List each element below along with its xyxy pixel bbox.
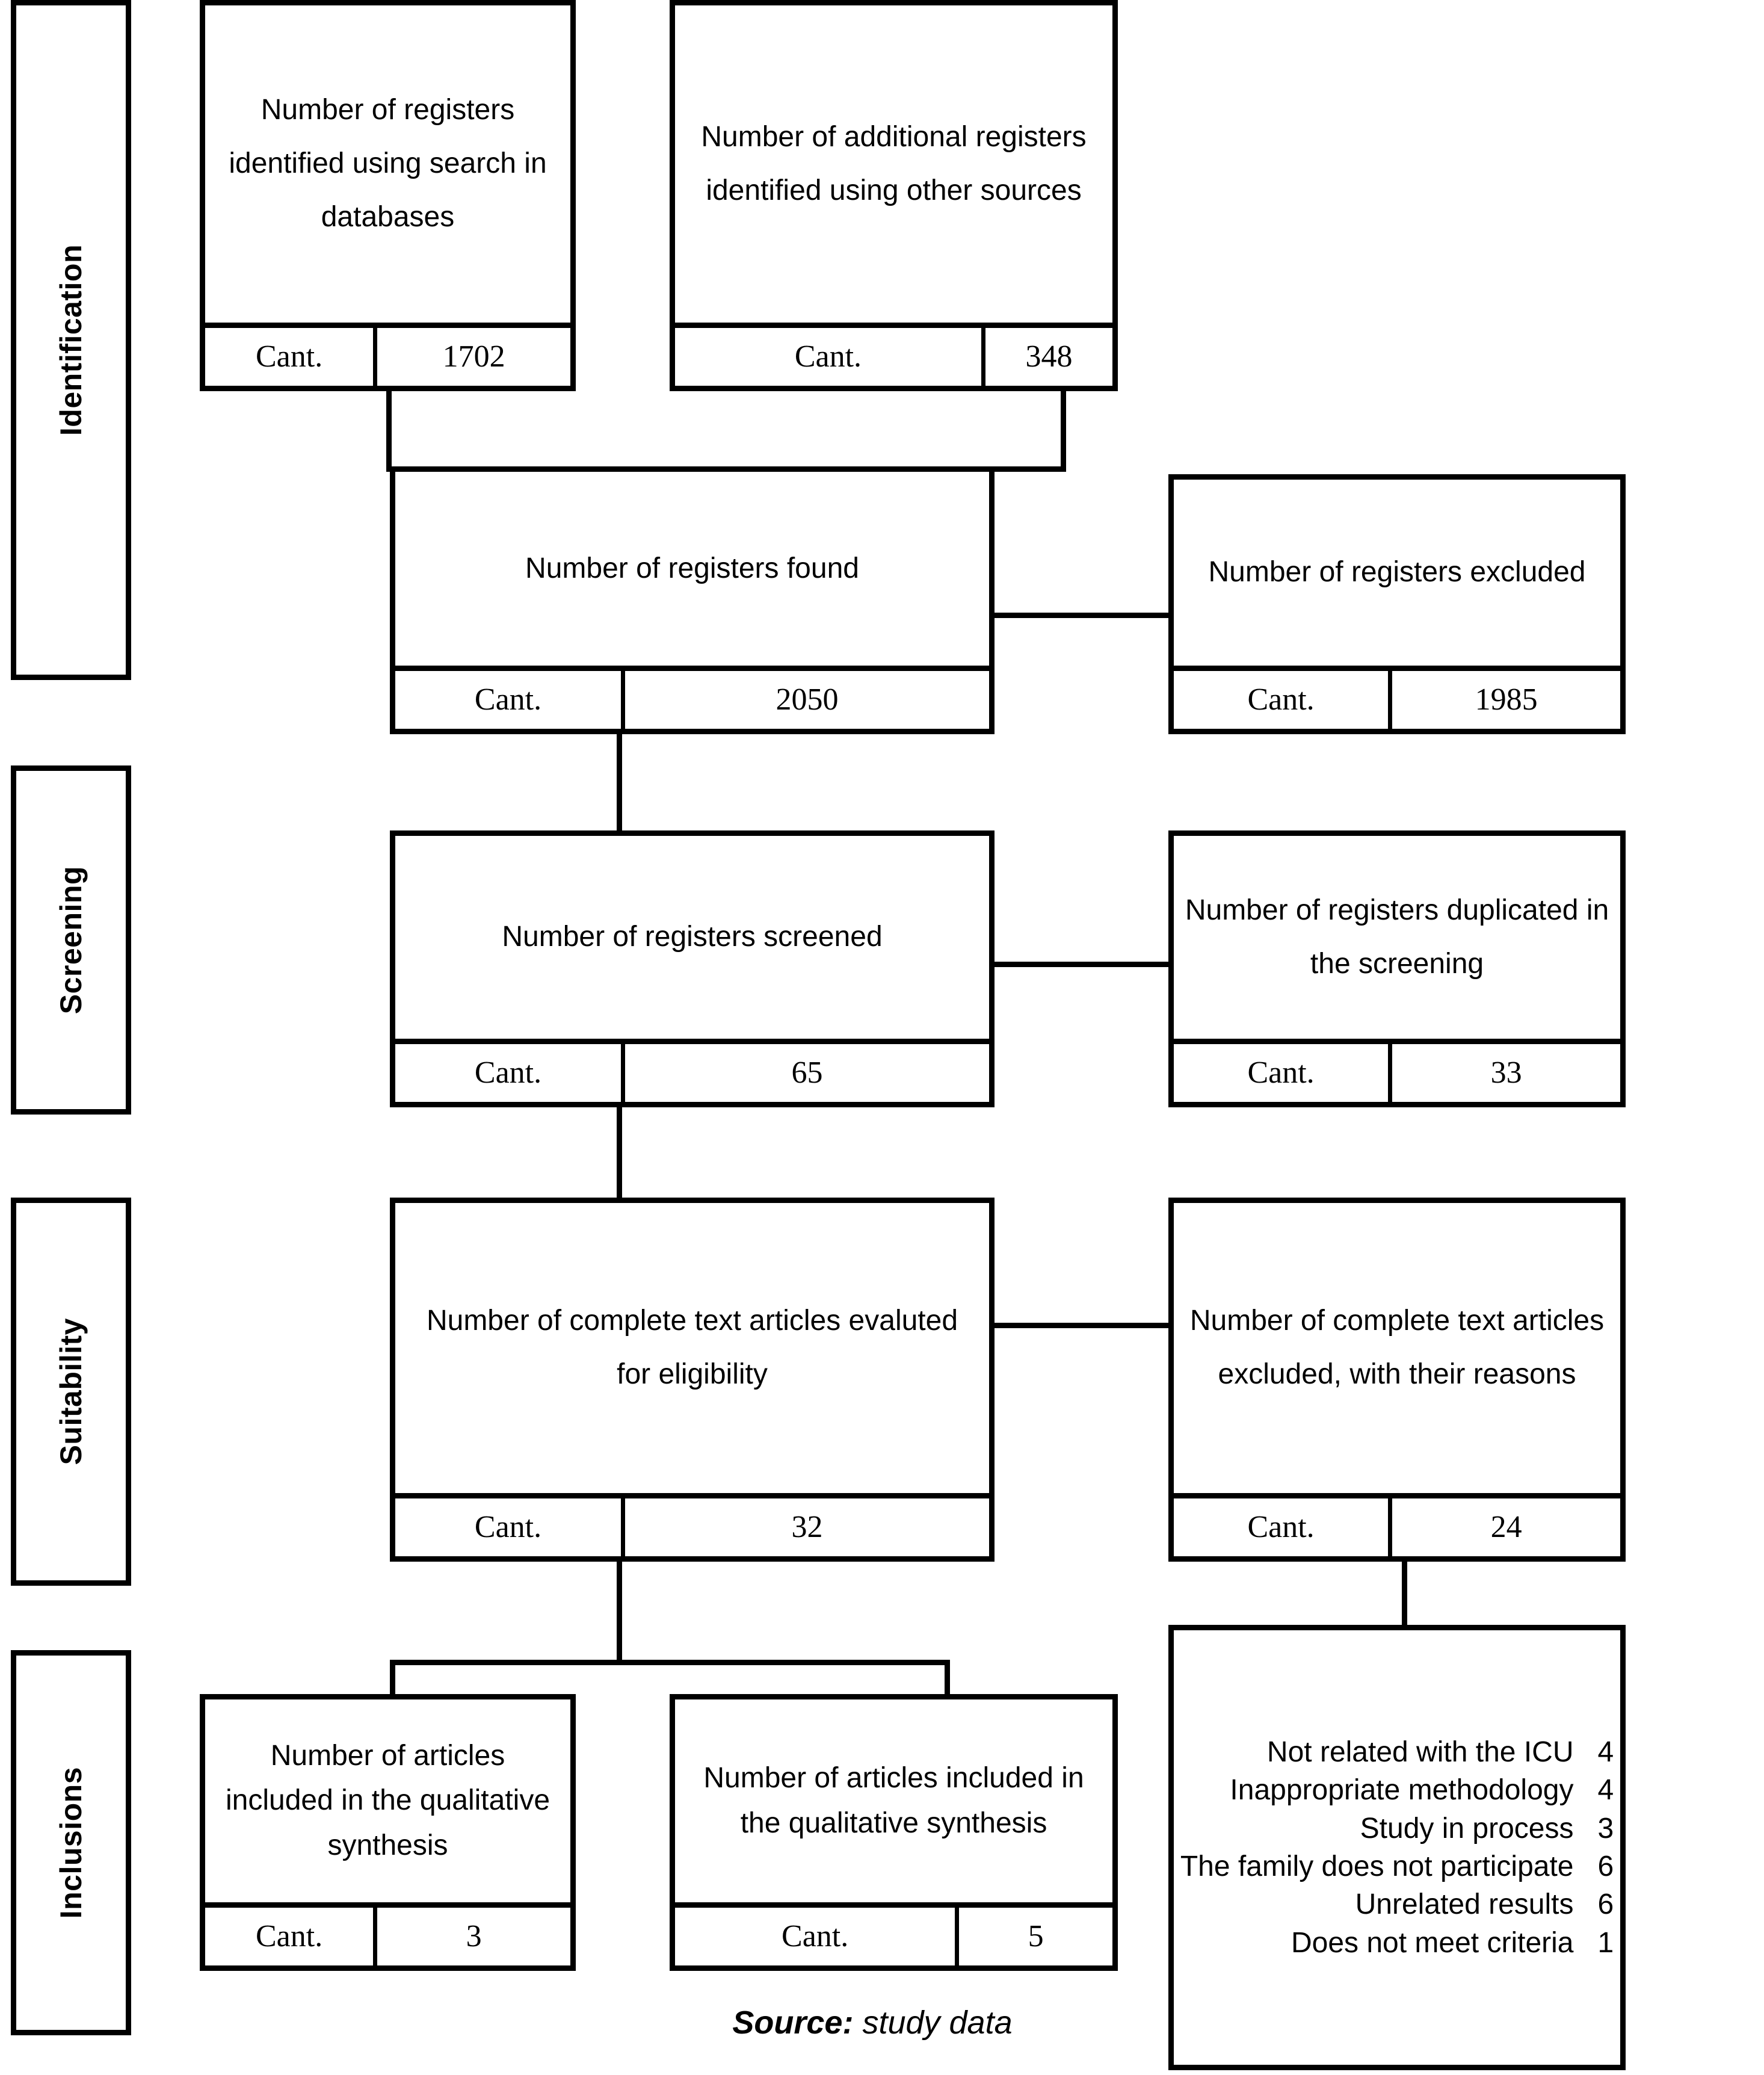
connector-eligibility-to-fulltext-excluded xyxy=(990,1323,1173,1328)
node-count-row: Cant. 32 xyxy=(395,1493,989,1556)
count-value: 1702 xyxy=(442,339,505,374)
figure-source-caption: Source: study data xyxy=(614,2004,1131,2041)
count-value: 2050 xyxy=(776,682,839,717)
node-title: Number of additional registers identifie… xyxy=(701,120,1087,206)
stage-box-suitability: Suitability xyxy=(11,1198,131,1586)
reason-text: Study in process xyxy=(1360,1812,1574,1845)
stage-box-identification: Identification xyxy=(11,0,131,680)
node-count-row: Cant. 348 xyxy=(675,323,1112,386)
reason-text: Does not meet criteria xyxy=(1291,1926,1574,1959)
connector-included-right-down xyxy=(945,1660,950,1696)
connector-screened-to-duplicated xyxy=(990,962,1173,967)
count-value: 1985 xyxy=(1475,682,1538,717)
node-title: Number of articles included in the quali… xyxy=(703,1762,1084,1839)
reason-count: 6 xyxy=(1597,1851,1614,1882)
reason-count: 3 xyxy=(1597,1812,1614,1845)
node-registers-identified-databases: Number of registers identified using sea… xyxy=(200,0,576,391)
count-label: Cant. xyxy=(1174,1044,1393,1102)
node-title: Number of articles included in the quali… xyxy=(225,1739,550,1861)
node-registers-duplicated: Number of registers duplicated in the sc… xyxy=(1168,830,1626,1107)
stage-label-suitability: Suitability xyxy=(54,1318,88,1465)
stage-label-identification: Identification xyxy=(54,244,88,436)
node-fulltext-eligibility: Number of complete text articles evalute… xyxy=(390,1198,995,1562)
connector-eligibility-down xyxy=(617,1562,622,1664)
node-count-row: Cant. 1702 xyxy=(205,323,570,386)
reason-count: 4 xyxy=(1597,1774,1614,1807)
node-included-qualitative-left: Number of articles included in the quali… xyxy=(200,1694,576,1971)
node-title: Number of registers screened xyxy=(502,921,883,953)
count-value: 65 xyxy=(791,1056,823,1090)
count-value: 33 xyxy=(1490,1056,1522,1090)
count-label: Cant. xyxy=(675,328,985,386)
connector-included-left-down xyxy=(390,1660,395,1696)
stage-label-inclusions: Inclusions xyxy=(54,1766,88,1919)
count-value: 3 xyxy=(466,1919,482,1953)
connector-other-sources-down xyxy=(1061,391,1066,469)
node-count-row: Cant. 2050 xyxy=(395,666,989,729)
node-title: Number of complete text articles exclude… xyxy=(1189,1305,1605,1390)
node-title: Number of complete text articles evalute… xyxy=(426,1305,958,1390)
node-included-qualitative-right: Number of articles included in the quali… xyxy=(670,1694,1118,1971)
table-row: Not related with the ICU 4 xyxy=(1180,1733,1614,1771)
node-registers-excluded: Number of registers excluded Cant. 1985 xyxy=(1168,474,1626,734)
count-value: 24 xyxy=(1490,1510,1522,1544)
count-label: Cant. xyxy=(395,1044,626,1102)
node-count-row: Cant. 1985 xyxy=(1174,666,1620,729)
node-additional-registers-other-sources: Number of additional registers identifie… xyxy=(670,0,1118,391)
table-row: The family does not participate 6 xyxy=(1180,1848,1614,1885)
count-label: Cant. xyxy=(395,1498,626,1556)
connector-db-search-down xyxy=(386,391,392,469)
reason-count: 1 xyxy=(1597,1926,1614,1959)
node-count-row: Cant. 3 xyxy=(205,1902,570,1965)
node-count-row: Cant. 33 xyxy=(1174,1039,1620,1102)
caption-prefix: Source: xyxy=(732,2005,854,2041)
node-title: Number of registers identified using sea… xyxy=(229,94,547,233)
count-label: Cant. xyxy=(395,671,626,729)
count-label: Cant. xyxy=(1174,1498,1393,1556)
node-title: Number of registers excluded xyxy=(1208,556,1586,589)
connector-inclusions-split xyxy=(390,1660,949,1665)
reason-text: Not related with the ICU xyxy=(1266,1736,1574,1768)
caption-text: study data xyxy=(853,2005,1013,2041)
reason-text: Unrelated results xyxy=(1355,1888,1574,1921)
node-title: Number of registers duplicated in the sc… xyxy=(1185,894,1609,980)
count-value: 5 xyxy=(1028,1919,1044,1953)
node-title: Number of registers found xyxy=(525,552,859,584)
count-label: Cant. xyxy=(205,328,378,386)
node-fulltext-excluded: Number of complete text articles exclude… xyxy=(1168,1198,1626,1562)
exclusion-reasons-table: Not related with the ICU 4 Inappropriate… xyxy=(1180,1733,1614,1962)
count-value: 348 xyxy=(1025,339,1073,374)
reason-count: 6 xyxy=(1597,1888,1614,1921)
node-count-row: Cant. 5 xyxy=(675,1902,1112,1965)
node-count-row: Cant. 24 xyxy=(1174,1493,1620,1556)
table-row: Study in process 3 xyxy=(1180,1810,1614,1848)
stage-label-screening: Screening xyxy=(54,865,88,1015)
reason-text: Inappropriate methodology xyxy=(1230,1774,1574,1807)
stage-box-inclusions: Inclusions xyxy=(11,1650,131,2035)
connector-found-to-screened xyxy=(617,731,622,830)
node-registers-screened: Number of registers screened Cant. 65 xyxy=(390,830,995,1107)
node-count-row: Cant. 65 xyxy=(395,1039,989,1102)
connector-screened-to-eligibility xyxy=(617,1106,622,1202)
reason-text: The family does not participate xyxy=(1180,1851,1574,1882)
table-row: Unrelated results 6 xyxy=(1180,1885,1614,1923)
node-exclusion-reasons: Not related with the ICU 4 Inappropriate… xyxy=(1168,1625,1626,2070)
count-label: Cant. xyxy=(675,1908,960,1965)
stage-box-screening: Screening xyxy=(11,765,131,1115)
connector-fulltext-excluded-to-reasons xyxy=(1402,1562,1407,1625)
table-row: Inappropriate methodology 4 xyxy=(1180,1771,1614,1809)
count-label: Cant. xyxy=(1174,671,1393,729)
connector-found-to-excluded xyxy=(990,613,1173,618)
count-value: 32 xyxy=(791,1510,823,1544)
count-label: Cant. xyxy=(205,1908,378,1965)
table-row: Does not meet criteria 1 xyxy=(1180,1924,1614,1962)
reason-count: 4 xyxy=(1597,1736,1614,1768)
node-registers-found: Number of registers found Cant. 2050 xyxy=(390,466,995,734)
